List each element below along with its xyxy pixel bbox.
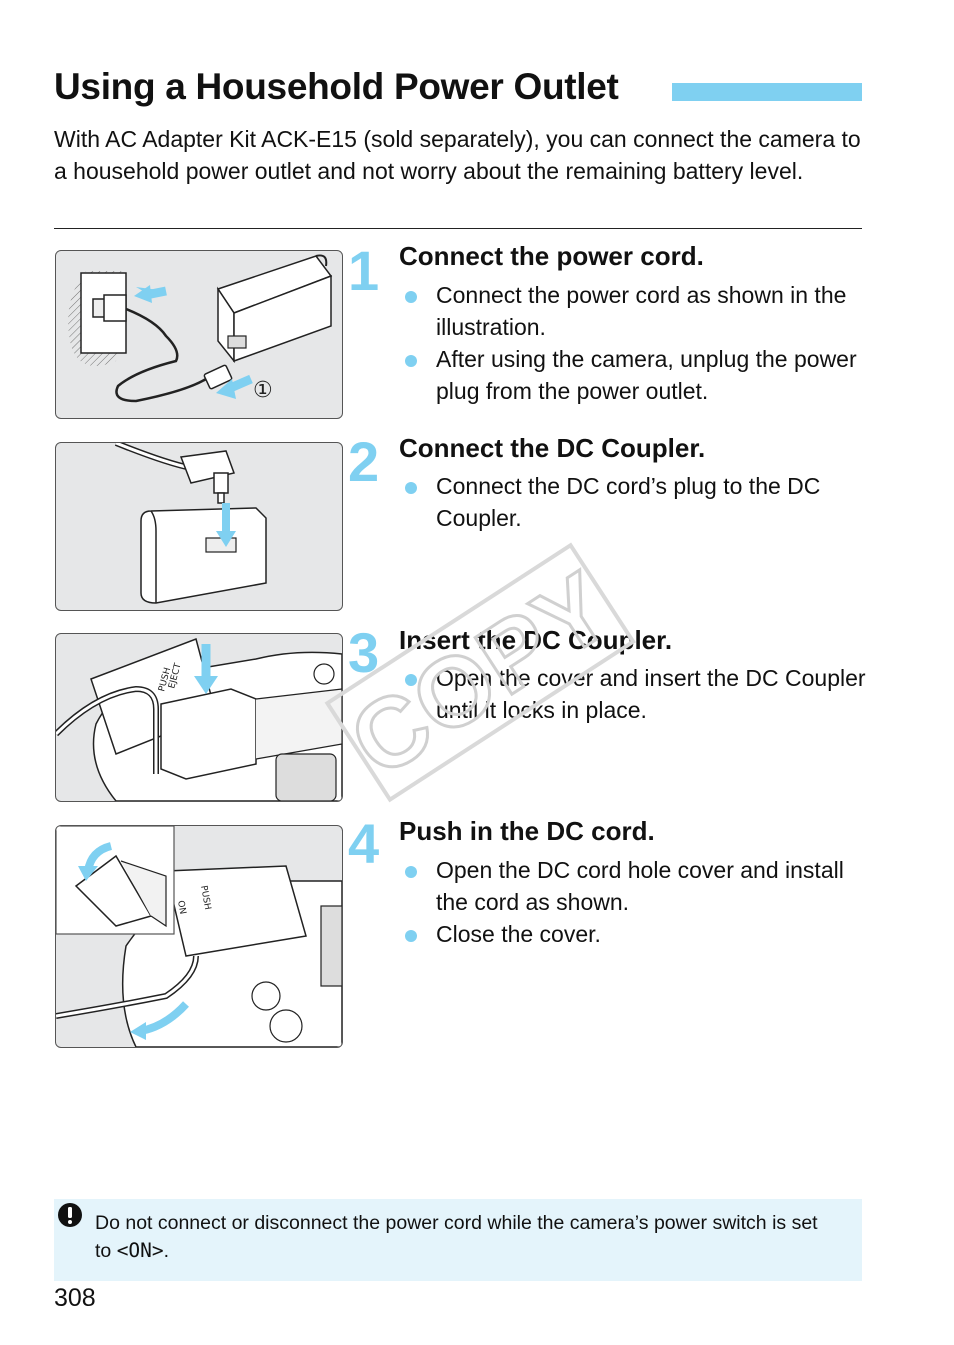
- step-title: Connect the DC Coupler.: [399, 433, 706, 463]
- svg-text:PUSH: PUSH: [198, 885, 212, 911]
- list-item: Close the cover.: [399, 918, 869, 950]
- svg-text:ON: ON: [175, 900, 187, 915]
- caution-note: [54, 1199, 862, 1281]
- title-accent-bar: [672, 83, 862, 101]
- step-bullets: Connect the DC cord’s plug to the DC Cou…: [399, 470, 869, 534]
- bullet-dot: [405, 866, 417, 878]
- caution-text: Do not connect or disconnect the power c…: [95, 1212, 818, 1262]
- list-item: Connect the power cord as shown in the i…: [399, 279, 869, 343]
- intro-paragraph: With AC Adapter Kit ACK-E15 (sold separa…: [54, 126, 861, 184]
- list-item: Connect the DC cord’s plug to the DC Cou…: [399, 470, 869, 534]
- caution-icon: [58, 1203, 82, 1227]
- bullet-dot: [405, 291, 417, 303]
- step-title: Push in the DC cord.: [399, 816, 655, 846]
- section-title: Using a Household Power Outlet: [54, 66, 619, 107]
- step-number: 4: [348, 812, 380, 875]
- step-bullets: Connect the power cord as shown in the i…: [399, 279, 869, 407]
- power-cord-illustration: ①: [55, 250, 343, 419]
- bullet-dot: [405, 930, 417, 942]
- push-cord-illustration: ON PUSH: [55, 825, 343, 1048]
- bullet-dot: [405, 355, 417, 367]
- list-item: Open the DC cord hole cover and install …: [399, 854, 869, 918]
- step-title: Insert the DC Coupler.: [399, 625, 673, 655]
- step-number: 2: [348, 430, 380, 493]
- step-number: 3: [348, 621, 380, 684]
- list-item: After using the camera, unplug the power…: [399, 343, 869, 407]
- dc-coupler-illustration: [55, 442, 343, 611]
- bullet-dot: [405, 482, 417, 494]
- page-number: 308: [54, 1284, 96, 1312]
- step-bullets: Open the DC cord hole cover and install …: [399, 854, 869, 950]
- list-item: Open the cover and insert the DC Coupler…: [399, 662, 869, 726]
- step-number: 1: [348, 239, 380, 302]
- callout-1: ①: [253, 378, 273, 403]
- section-divider: [54, 228, 862, 229]
- bullet-dot: [405, 674, 417, 686]
- insert-coupler-illustration: PUSH EJECT: [55, 633, 343, 802]
- on-switch-label: <ON>: [116, 1239, 164, 1262]
- step-bullets: Open the cover and insert the DC Coupler…: [399, 662, 869, 726]
- step-title: Connect the power cord.: [399, 241, 704, 271]
